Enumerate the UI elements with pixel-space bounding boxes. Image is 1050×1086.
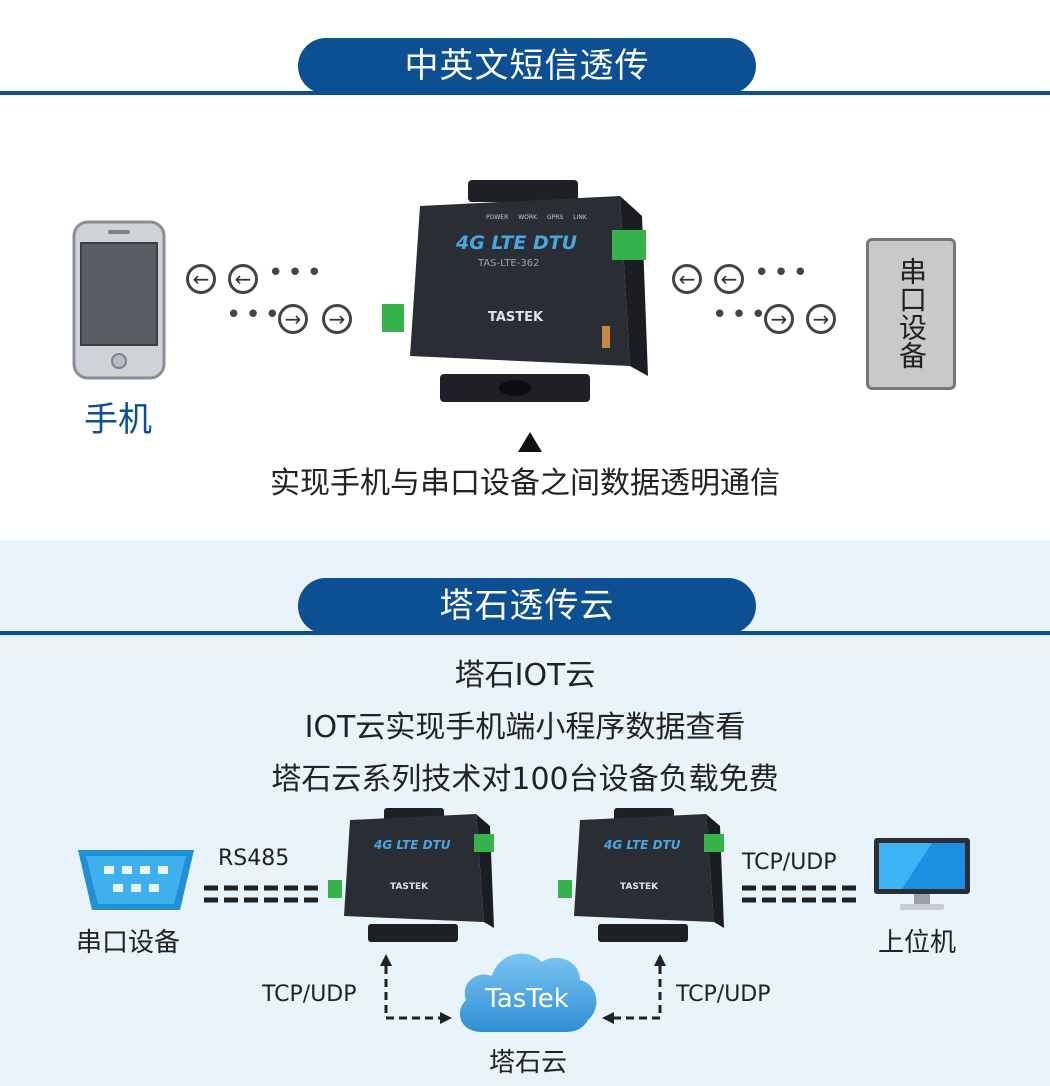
tcp-bottom-right-label: TCP/UDP — [676, 982, 771, 1007]
device-right-model: 4G LTE DTU — [604, 838, 681, 852]
left-arrow-icon: ← — [228, 264, 258, 294]
right-arrow-icon: → — [278, 304, 308, 334]
link-left-to-cloud — [376, 952, 456, 1028]
indicator-work: WORK — [518, 214, 537, 221]
left-arrow-icon: ← — [186, 264, 216, 294]
dots: ••• — [226, 300, 285, 330]
dtu-device-left — [326, 806, 506, 944]
right-arrow-icon: → — [764, 304, 794, 334]
right-arrow-icon: → — [806, 304, 836, 334]
up-triangle-icon — [518, 432, 542, 452]
db9-connector-icon — [76, 848, 196, 912]
dots: ••• — [268, 258, 327, 288]
device-brand: TASTEK — [488, 310, 544, 325]
host-label: 上位机 — [878, 928, 957, 958]
section2-line-2: IOT云实现手机端小程序数据查看 — [304, 710, 746, 745]
serial-device-box: 串口设备 — [866, 238, 956, 390]
device-indicators: POWER WORK GPRS LINK — [486, 214, 587, 221]
phone-label: 手机 — [84, 400, 152, 440]
cloud-label: 塔石云 — [488, 1048, 567, 1078]
serial-device-label: 串口设备 — [895, 257, 928, 369]
tcp-bottom-left-label: TCP/UDP — [262, 982, 357, 1007]
device-sublabel: TAS-LTE-362 — [478, 258, 540, 269]
section2-line-3: 塔石云系列技术对100台设备负载免费 — [271, 762, 779, 797]
phone-icon — [72, 220, 166, 380]
device-left-brand: TASTEK — [390, 882, 429, 892]
indicator-link: LINK — [573, 214, 587, 221]
indicator-power: POWER — [486, 214, 509, 221]
tcp-right-label: TCP/UDP — [742, 850, 837, 875]
dtu-device-right — [556, 806, 736, 944]
section1-caption: 实现手机与串口设备之间数据透明通信 — [270, 466, 780, 501]
left-arrow-icon: ← — [672, 264, 702, 294]
device-left-model: 4G LTE DTU — [374, 838, 451, 852]
rs485-link — [204, 884, 320, 904]
cloud-brand: TasTek — [485, 984, 569, 1014]
tcp-right-link — [742, 884, 858, 904]
device-right-brand: TASTEK — [620, 882, 659, 892]
device-model-label: 4G LTE DTU — [456, 232, 578, 254]
dots: ••• — [712, 300, 771, 330]
right-arrow-icon: → — [322, 304, 352, 334]
indicator-gprs: GPRS — [547, 214, 564, 221]
rs485-label: RS485 — [218, 846, 290, 871]
link-right-to-cloud — [600, 952, 670, 1028]
left-arrow-icon: ← — [714, 264, 744, 294]
cloud-icon — [452, 942, 602, 1038]
dots: ••• — [754, 258, 813, 288]
section-title-1: 中英文短信透传 — [298, 38, 756, 94]
dtu-device-main — [380, 176, 660, 408]
section2-line-1: 塔石IOT云 — [454, 658, 596, 693]
serial-label: 串口设备 — [76, 928, 181, 958]
section-title-2: 塔石透传云 — [298, 578, 756, 634]
monitor-icon — [872, 836, 972, 912]
